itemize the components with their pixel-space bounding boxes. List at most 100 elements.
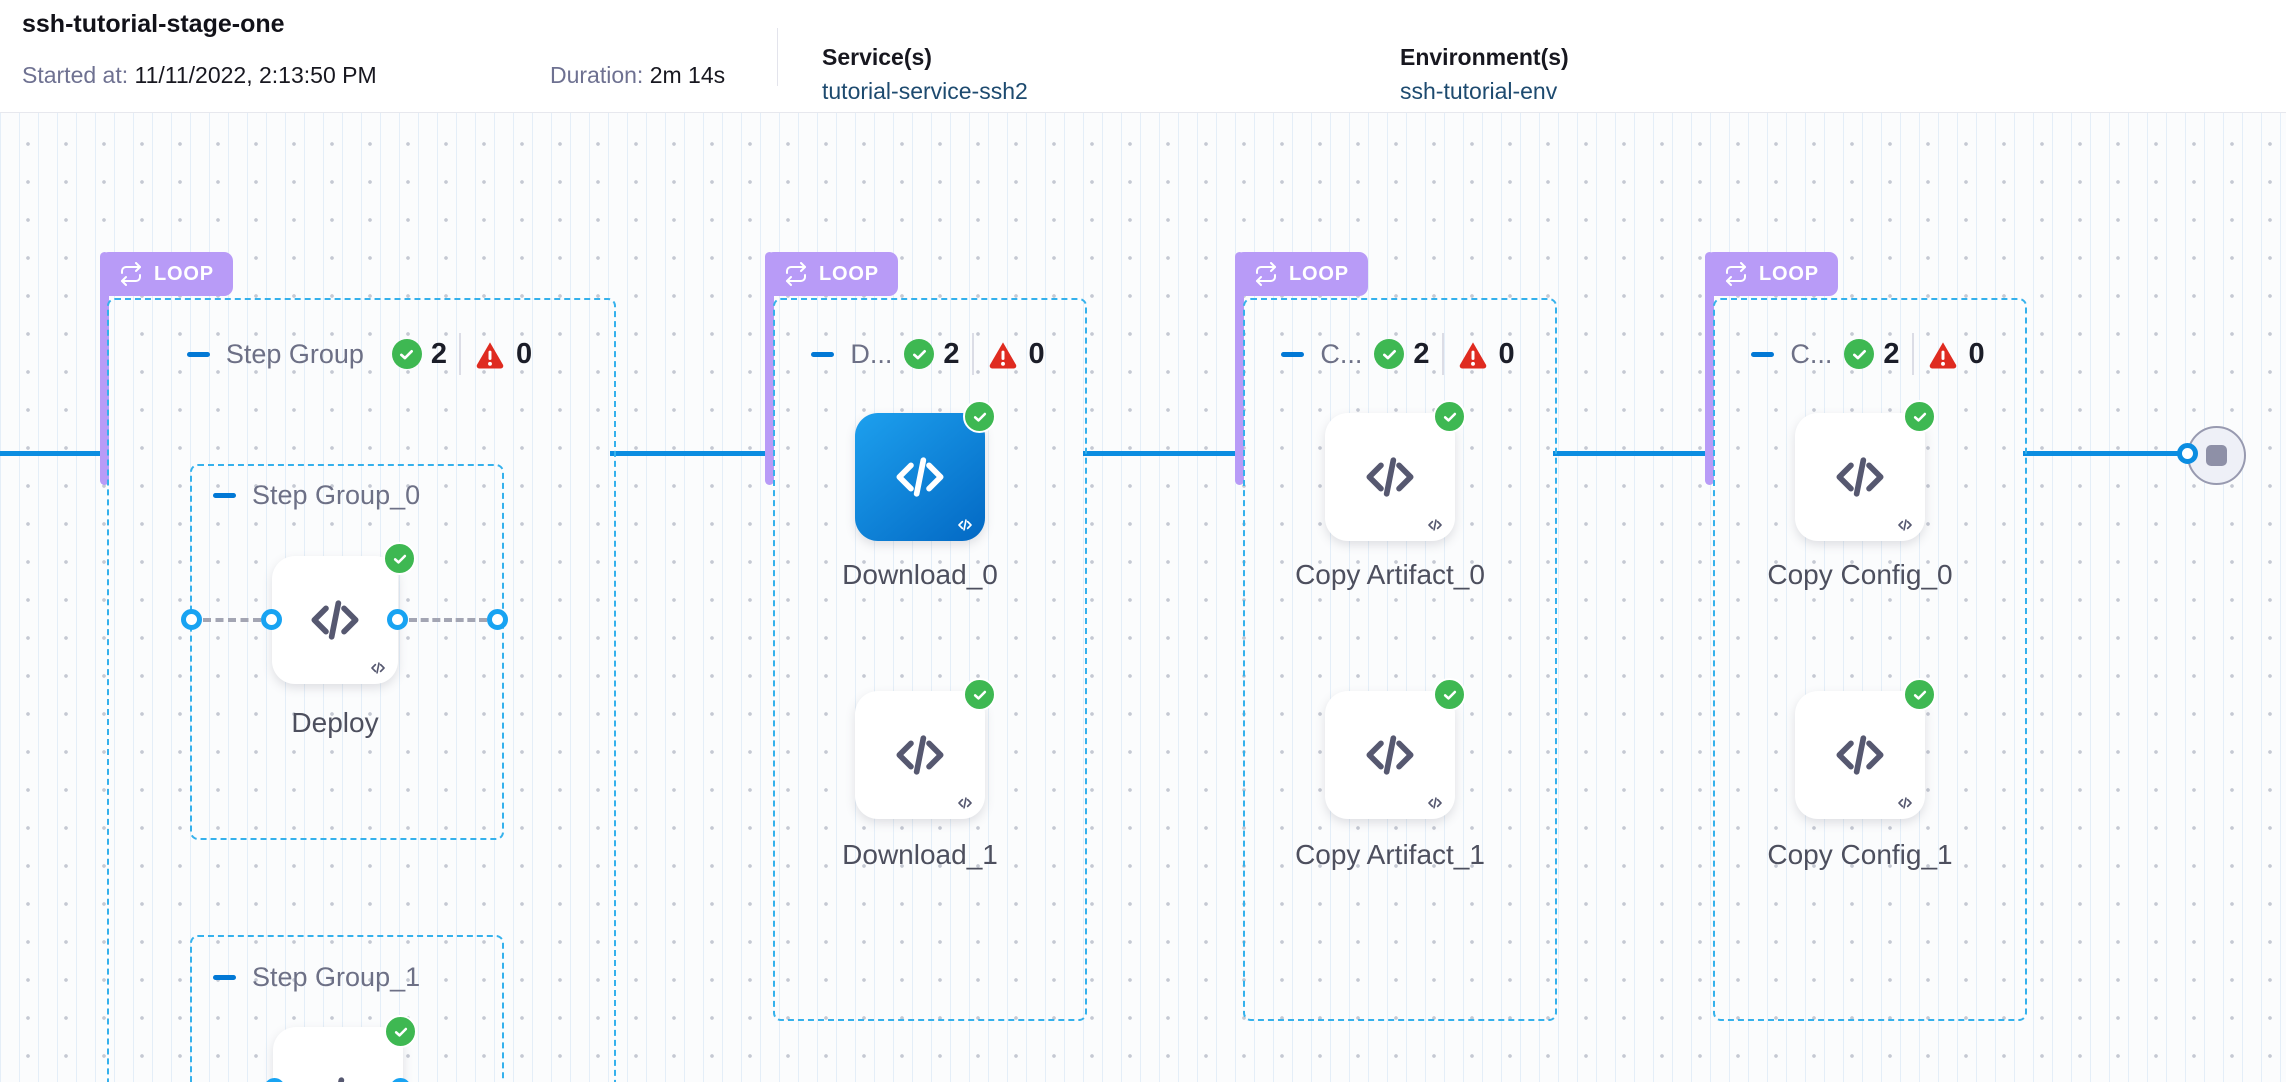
execution-line-segment (0, 451, 102, 456)
execution-graph-canvas[interactable]: LOOP Step Group 2 0 Step Group_0 (0, 113, 2286, 1082)
stop-square-icon (2206, 445, 2227, 466)
step-group-title[interactable]: Step Group (225, 338, 364, 369)
step-group-title[interactable]: D... (850, 338, 893, 369)
step-card-download-0[interactable] (855, 413, 985, 541)
success-count: 2 (1413, 337, 1430, 370)
step-card-deploy[interactable] (272, 556, 398, 684)
inner-step-group-header: Step Group_1 (213, 955, 420, 999)
step-label: Copy Artifact_1 (1295, 839, 1485, 870)
connector-ring[interactable] (387, 609, 408, 630)
step-label: Copy Config_0 (1767, 559, 1953, 590)
loop-badge: LOOP (1235, 252, 1368, 296)
loop-strip (765, 252, 774, 485)
started-at-value: 11/11/2022, 2:13:50 PM (134, 62, 377, 88)
step-label: Download_0 (842, 559, 998, 590)
duration-label: Duration: (550, 62, 644, 88)
failure-warning-icon (986, 339, 1020, 370)
connector-dash (203, 618, 261, 622)
step-card-copy-artifact-1[interactable] (1325, 691, 1455, 819)
code-icon (889, 724, 951, 786)
step-card-download-1[interactable] (855, 691, 985, 819)
step-type-mini-icon (956, 794, 974, 812)
collapse-minus-button[interactable] (186, 351, 210, 357)
step-group-header: C... 2 0 (1243, 332, 1553, 376)
collapse-minus-button[interactable] (213, 492, 236, 498)
loop-badge-label: LOOP (154, 262, 214, 285)
code-icon (1829, 446, 1891, 508)
collapse-minus-button[interactable] (1281, 351, 1305, 357)
connector-ring[interactable] (181, 609, 202, 630)
loop-badge-label: LOOP (1289, 262, 1349, 285)
step-card-copy-config-0[interactable] (1795, 413, 1925, 541)
inner-step-group-box (190, 464, 504, 840)
step-type-mini-icon (1426, 516, 1444, 534)
step-type-mini-icon (1426, 794, 1444, 812)
step-label: Copy Artifact_0 (1295, 559, 1485, 590)
duration: Duration: 2m 14s (550, 62, 725, 89)
execution-line-segment (610, 451, 767, 456)
loop-badge-label: LOOP (1759, 262, 1819, 285)
inner-step-group-title[interactable]: Step Group_0 (252, 479, 421, 510)
inner-step-group-header: Step Group_0 (213, 473, 420, 517)
step-label: Deploy (291, 707, 379, 738)
step-group-header: C... 2 0 (1713, 332, 2023, 376)
step-card-partial[interactable] (273, 1027, 403, 1082)
collapse-minus-button[interactable] (1751, 351, 1775, 357)
collapse-minus-button[interactable] (811, 351, 835, 357)
stage-name: ssh-tutorial-stage-one (22, 10, 285, 38)
repeat-icon (119, 262, 143, 286)
service-link[interactable]: tutorial-service-ssh2 (822, 78, 1028, 104)
services-label: Service(s) (822, 44, 932, 70)
failure-count: 0 (1968, 337, 1985, 370)
success-check-icon (391, 339, 422, 369)
failure-warning-icon (1926, 339, 1960, 370)
failure-count: 0 (516, 337, 533, 370)
code-icon (307, 1066, 369, 1082)
pipeline-end-node (2187, 426, 2246, 485)
step-type-mini-icon (1896, 516, 1914, 534)
collapse-minus-button[interactable] (213, 974, 236, 980)
success-check-icon (904, 339, 935, 369)
step-type-mini-icon (956, 516, 974, 534)
loop-badge: LOOP (765, 252, 898, 296)
failure-count: 0 (1498, 337, 1515, 370)
failure-count: 0 (1028, 337, 1045, 370)
step-group-box (1713, 298, 2027, 1021)
connector-dash (409, 618, 487, 622)
loop-badge: LOOP (1705, 252, 1838, 296)
execution-line-segment (2023, 451, 2178, 456)
step-group-title[interactable]: C... (1790, 338, 1833, 369)
code-icon (1359, 446, 1421, 508)
end-connector-ring (2177, 443, 2198, 464)
step-card-copy-artifact-0[interactable] (1325, 413, 1455, 541)
success-icon (1433, 400, 1466, 433)
stage-header: ssh-tutorial-stage-one Started at: 11/11… (0, 0, 2286, 113)
success-check-icon (1374, 339, 1405, 369)
step-type-mini-icon (1896, 794, 1914, 812)
success-icon (1903, 400, 1936, 433)
step-group-box (1243, 298, 1557, 1021)
step-group-title[interactable]: C... (1320, 338, 1363, 369)
connector-ring[interactable] (487, 609, 508, 630)
failure-warning-icon (1456, 339, 1490, 370)
step-group-header: D... 2 0 (773, 332, 1083, 376)
step-card-copy-config-1[interactable] (1795, 691, 1925, 819)
success-icon (963, 400, 996, 433)
step-group-box (773, 298, 1087, 1021)
success-count: 2 (1883, 337, 1900, 370)
success-check-icon (1844, 339, 1875, 369)
success-icon (1903, 678, 1936, 711)
inner-step-group-box (190, 935, 504, 1082)
loop-strip (100, 252, 109, 485)
loop-strip (1705, 252, 1714, 485)
environment-link[interactable]: ssh-tutorial-env (1400, 78, 1558, 104)
repeat-icon (784, 262, 808, 286)
connector-ring[interactable] (261, 609, 282, 630)
success-icon (384, 1015, 417, 1048)
step-label: Copy Config_1 (1767, 839, 1953, 870)
count-divider (971, 333, 974, 375)
duration-value: 2m 14s (649, 62, 726, 88)
inner-step-group-title[interactable]: Step Group_1 (252, 961, 421, 992)
success-icon (383, 542, 416, 575)
